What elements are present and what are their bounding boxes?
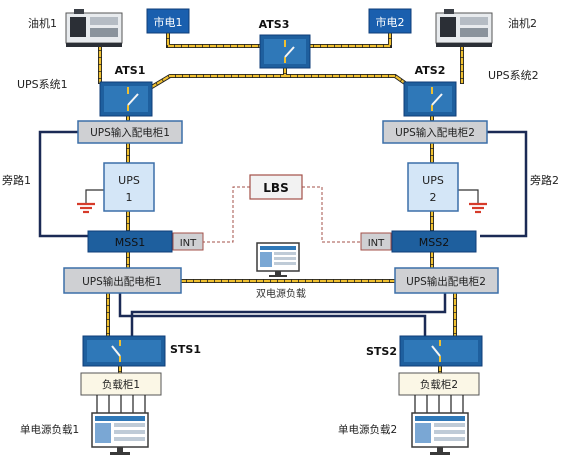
city-power-2: 市电2 — [368, 8, 412, 34]
ups-1-ground-line — [85, 189, 104, 204]
ups-1-number: 1 — [126, 191, 133, 204]
mss-2-label: MSS2 — [419, 236, 449, 249]
city-power-1: 市电1 — [146, 8, 190, 34]
lbs-dashed-right — [302, 186, 361, 243]
ups-2-label: UPS — [422, 174, 444, 187]
dual-power-load-label: 双电源负载 — [256, 287, 306, 300]
single-power-load-2: 单电源负载2 — [338, 412, 469, 455]
ups-2-ground-line — [458, 189, 479, 204]
lbs-box: LBS — [249, 174, 303, 200]
sts-1-label: STS1 — [170, 343, 201, 356]
ups-1: UPS 1 — [103, 162, 155, 212]
switch-icon — [264, 39, 306, 64]
ats-1-label: ATS1 — [115, 64, 146, 77]
ups-output-cabinet-2: UPS输出配电柜2 — [394, 267, 499, 294]
lbs-dashed-left — [203, 186, 250, 243]
mss-2: MSS2 — [391, 230, 477, 253]
generator-icon — [65, 9, 123, 47]
switch-icon — [87, 340, 161, 362]
ats-2: ATS2 — [403, 64, 457, 117]
wire-layer — [38, 130, 528, 336]
bypass-2-label: 旁路2 — [530, 173, 559, 187]
ups-system-1-label: UPS系统1 — [17, 78, 68, 91]
sts-2-label: STS2 — [366, 345, 397, 358]
ups-2-number: 2 — [430, 191, 437, 204]
lbs-label: LBS — [263, 181, 288, 195]
dual-power-load: 双电源负载 — [256, 242, 306, 300]
server-icon — [411, 412, 469, 455]
int-2-label: INT — [368, 238, 385, 249]
int-1: INT — [172, 232, 204, 251]
diesel-2: 油机2 — [435, 9, 537, 47]
ats-3-label: ATS3 — [259, 18, 290, 31]
int-1-label: INT — [180, 238, 197, 249]
mss-1-label: MSS1 — [115, 236, 145, 249]
ats-2-label: ATS2 — [415, 64, 446, 77]
ats-3: ATS3 — [259, 18, 311, 69]
ground-icon — [77, 202, 95, 214]
ups-input-cabinet-2-label: UPS输入配电柜2 — [395, 126, 475, 139]
ups-output-cabinet-1: UPS输出配电柜1 — [63, 267, 182, 294]
switch-icon — [404, 340, 478, 362]
city-power-1-label: 市电1 — [154, 15, 183, 29]
server-icon — [91, 412, 149, 455]
ups-output-cabinet-2-label: UPS输出配电柜2 — [406, 275, 486, 288]
single-power-load-1-label: 单电源负载1 — [20, 423, 79, 436]
ups-input-cabinet-1-label: UPS输入配电柜1 — [90, 126, 170, 139]
ats-1: ATS1 — [99, 64, 153, 117]
single-power-load-1: 单电源负载1 — [20, 412, 149, 455]
server-icon — [256, 242, 300, 277]
cross-line-right — [130, 293, 447, 336]
int-2: INT — [360, 232, 392, 251]
sts-1: STS1 — [82, 335, 201, 367]
generator-icon — [435, 9, 493, 47]
ups-input-cabinet-1: UPS输入配电柜1 — [77, 120, 183, 144]
diesel-1-label: 油机1 — [28, 16, 57, 30]
bypass-1-line — [38, 130, 88, 238]
switch-icon — [408, 86, 452, 112]
load-cabinet-2: 负载柜2 — [398, 372, 480, 396]
ups-input-cabinet-2: UPS输入配电柜2 — [382, 120, 488, 144]
switch-icon — [104, 86, 148, 112]
city-power-2-label: 市电2 — [376, 15, 405, 29]
single-power-load-2-label: 单电源负载2 — [338, 423, 397, 436]
bypass-1-label: 旁路1 — [2, 173, 31, 187]
load-cabinet-2-label: 负载柜2 — [420, 378, 458, 391]
diesel-1: 油机1 — [28, 9, 123, 47]
ups-system-2-label: UPS系统2 — [488, 69, 539, 82]
ups-1-label: UPS — [118, 174, 140, 187]
load-cabinet-1-label: 负载柜1 — [102, 378, 140, 391]
ground-icon — [469, 202, 487, 214]
load-cabinet-1: 负载柜1 — [80, 372, 162, 396]
bypass-2-line — [480, 130, 528, 238]
cross-line-left — [118, 293, 427, 336]
ups-output-cabinet-1-label: UPS输出配电柜1 — [82, 275, 162, 288]
load-feed-lines — [96, 395, 464, 414]
sts-2: STS2 — [366, 335, 483, 367]
ups-2: UPS 2 — [407, 162, 459, 212]
mss-1: MSS1 — [87, 230, 173, 253]
diesel-2-label: 油机2 — [508, 16, 537, 30]
